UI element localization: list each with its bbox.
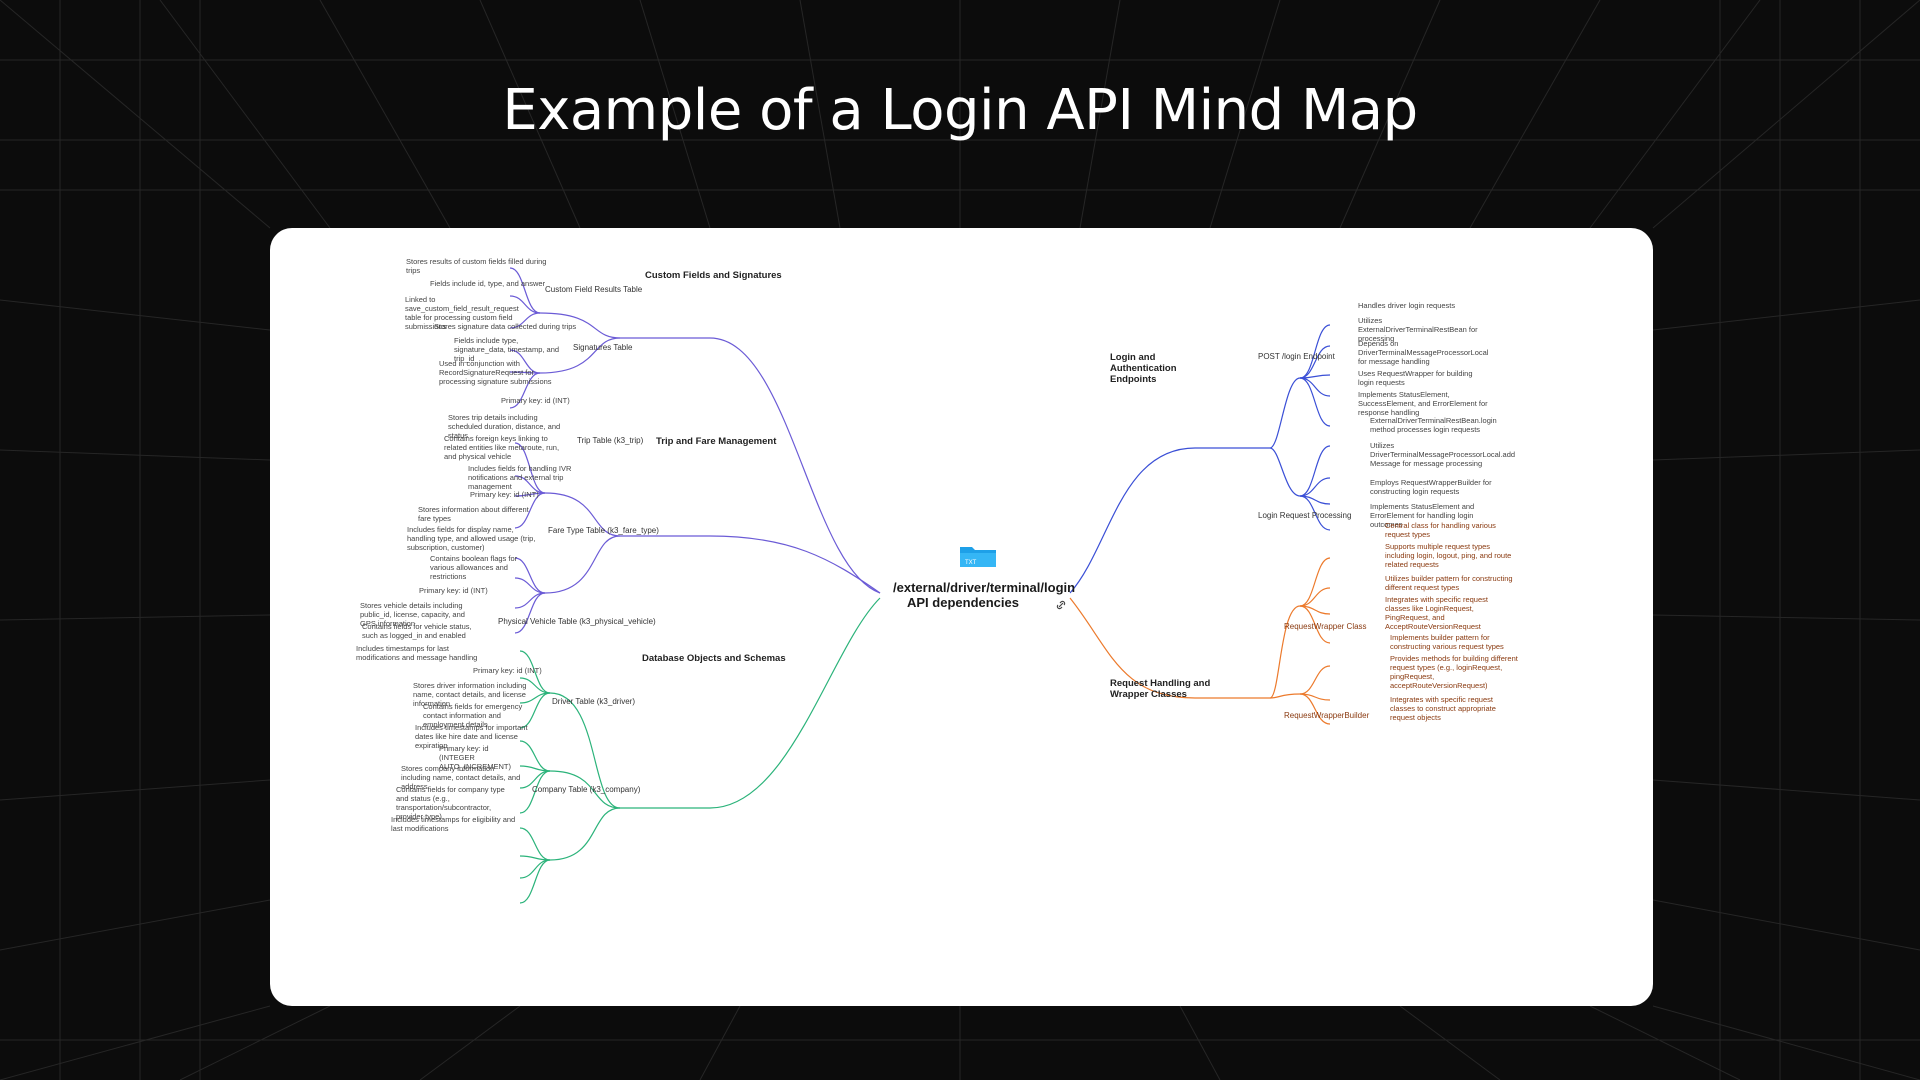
leaf[interactable]: Uses RequestWrapper for building login r…	[1358, 369, 1473, 387]
leaf[interactable]: Primary key: id (INT)	[470, 490, 539, 499]
branch-trip-fare[interactable]: Trip and Fare Management	[656, 436, 777, 447]
leaf[interactable]: Used in conjunction with RecordSignature…	[439, 359, 552, 386]
branch-login-auth[interactable]: Login and Authentication Endpoints	[1110, 352, 1177, 385]
leaf[interactable]: Utilizes DriverTerminalMessageProcessorL…	[1370, 441, 1516, 468]
leaf[interactable]: Implements builder pattern for construct…	[1390, 633, 1504, 651]
leaf[interactable]: Integrates with specific request classes…	[1390, 695, 1496, 722]
leaf[interactable]: Primary key: id (INT)	[501, 396, 570, 405]
leaf[interactable]: Contains fields for vehicle status, such…	[362, 622, 472, 640]
leaf[interactable]: Employs RequestWrapperBuilder for constr…	[1370, 478, 1492, 496]
branch-database-objects[interactable]: Database Objects and Schemas	[642, 653, 786, 664]
node-custom-field-results-table[interactable]: Custom Field Results Table	[545, 285, 643, 294]
root-node[interactable]: /external/driver/terminal/login API depe…	[893, 580, 1076, 610]
leaf[interactable]: Stores results of custom fields filled d…	[406, 257, 547, 275]
leaf[interactable]: Includes timestamps for last modificatio…	[356, 644, 478, 662]
mind-map-connectors	[509, 267, 1331, 904]
leaf[interactable]: Primary key: id (INT)	[473, 666, 542, 675]
leaf[interactable]: Stores company information including nam…	[401, 764, 521, 791]
leaf[interactable]: Provides methods for building different …	[1390, 654, 1518, 690]
node-trip-table[interactable]: Trip Table (k3_trip)	[577, 436, 644, 445]
leaf[interactable]: Stores signature data collected during t…	[434, 322, 577, 331]
leaf[interactable]: Depends on DriverTerminalMessageProcesso…	[1358, 339, 1489, 366]
leaf[interactable]: Utilizes builder pattern for constructin…	[1385, 574, 1513, 592]
leaf[interactable]: Includes fields for display name, handli…	[407, 525, 536, 552]
branch-request-handling[interactable]: Request Handling and Wrapper Classes	[1110, 678, 1211, 700]
node-login-request-processing[interactable]: Login Request Processing	[1258, 511, 1352, 520]
leaf[interactable]: Includes fields for handling IVR notific…	[468, 464, 572, 491]
leaf[interactable]: Stores trip details including scheduled …	[448, 413, 561, 440]
page-title: Example of a Login API Mind Map	[502, 78, 1418, 143]
leaf[interactable]: Primary key: id (INTEGER AUTO_INCREMENT)	[439, 744, 511, 771]
leaf[interactable]: Implements StatusElement, SuccessElement…	[1358, 390, 1488, 417]
leaf[interactable]: Integrates with specific request classes…	[1385, 595, 1488, 631]
node-requestwrapperbuilder[interactable]: RequestWrapperBuilder	[1284, 711, 1370, 720]
node-driver-table[interactable]: Driver Table (k3_driver)	[552, 697, 635, 706]
mind-map-card: TXT /external/driver/terminal/login API …	[270, 228, 1653, 1006]
leaf[interactable]: Linked to save_custom_field_result_reque…	[405, 295, 519, 331]
leaf[interactable]: Supports multiple request types includin…	[1385, 542, 1512, 569]
leaf[interactable]: Stores information about different fare …	[418, 505, 529, 523]
svg-text:TXT: TXT	[965, 560, 977, 566]
leaf[interactable]: Contains boolean flags for various allow…	[430, 554, 518, 581]
leaf[interactable]: Includes timestamps for eligibility and …	[391, 815, 516, 833]
leaf[interactable]: Stores vehicle details including public_…	[360, 601, 465, 628]
leaf[interactable]: Utilizes ExternalDriverTerminalRestBean …	[1358, 316, 1478, 343]
leaf[interactable]: Contains foreign keys linking to related…	[444, 434, 560, 461]
node-fare-type-table[interactable]: Fare Type Table (k3_fare_type)	[548, 526, 659, 535]
node-physical-vehicle-table[interactable]: Physical Vehicle Table (k3_physical_vehi…	[498, 617, 656, 626]
node-post-login-endpoint[interactable]: POST /login Endpoint	[1258, 352, 1335, 361]
leaf[interactable]: Stores driver information including name…	[413, 681, 527, 708]
leaf[interactable]: ExternalDriverTerminalRestBean.login met…	[1370, 416, 1497, 434]
leaf[interactable]: Handles driver login requests	[1358, 301, 1456, 310]
branch-custom-fields[interactable]: Custom Fields and Signatures	[645, 270, 782, 281]
leaf[interactable]: Fields include id, type, and answer	[430, 279, 546, 288]
leaf[interactable]: Includes timestamps for important dates …	[415, 723, 528, 750]
leaf[interactable]: Primary key: id (INT)	[419, 586, 488, 595]
leaf[interactable]: Central class for handling various reque…	[1385, 521, 1496, 539]
leaf[interactable]: Contains fields for company type and sta…	[396, 785, 505, 821]
leaf[interactable]: Implements StatusElement and ErrorElemen…	[1370, 502, 1475, 529]
link-icon[interactable]	[1055, 599, 1067, 611]
node-company-table[interactable]: Company Table (k3_company)	[532, 785, 641, 794]
leaf[interactable]: Fields include type, signature_data, tim…	[454, 336, 560, 363]
node-signatures-table[interactable]: Signatures Table	[573, 343, 633, 352]
node-requestwrapper-class[interactable]: RequestWrapper Class	[1284, 622, 1367, 631]
leaf[interactable]: Contains fields for emergency contact in…	[423, 702, 523, 729]
folder-icon: TXT	[960, 547, 996, 567]
